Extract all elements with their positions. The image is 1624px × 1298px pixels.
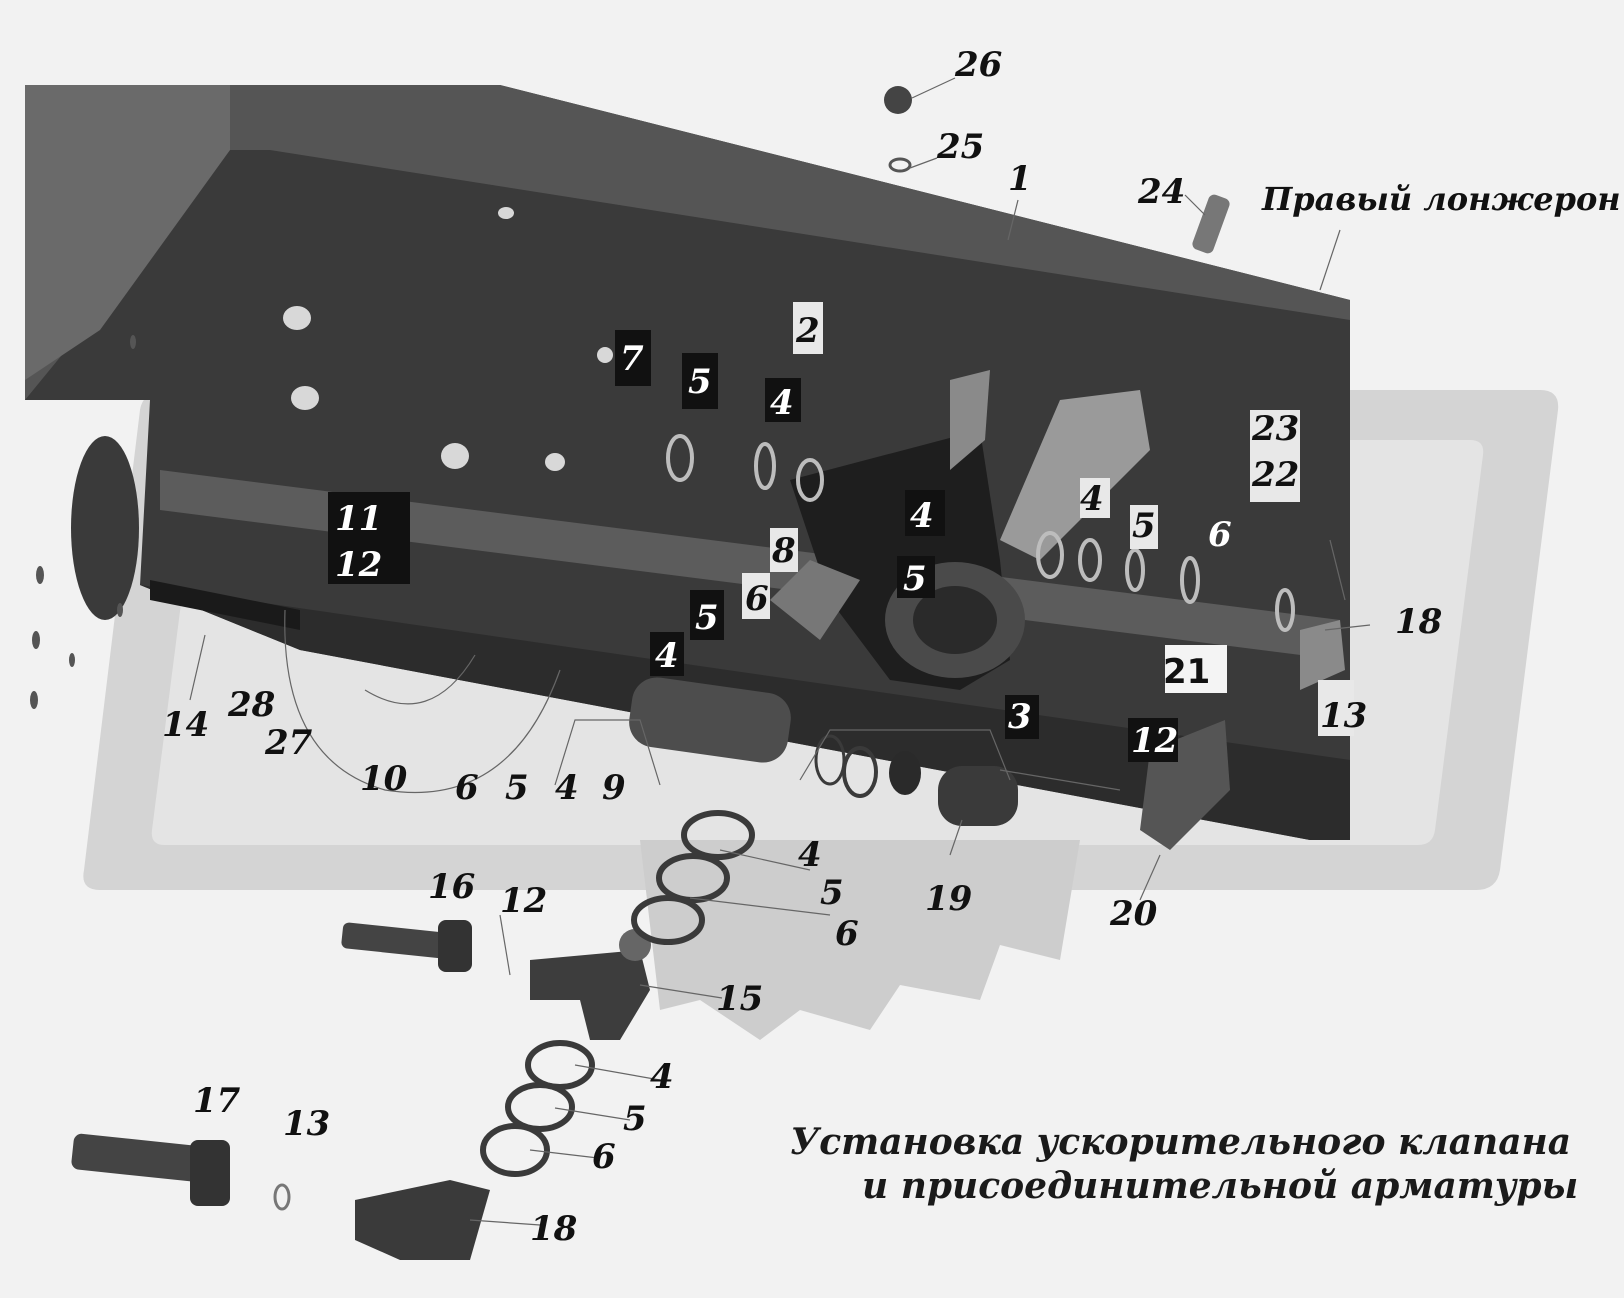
- outline-lines: [284, 609, 1121, 794]
- part-label-5-mid: 5: [695, 598, 719, 638]
- part-label-28: 28: [227, 685, 275, 725]
- part-label-25: 25: [936, 127, 984, 167]
- part-label-4-lower-left: 4: [555, 768, 579, 808]
- part-label-13-upper: 13: [1320, 696, 1367, 736]
- part-label-1: 1: [1008, 159, 1032, 199]
- loose-parts: [71, 86, 1230, 1260]
- part-label-6-lower-left: 6: [455, 768, 479, 808]
- diagram-caption: Установка ускорительного клапана и присо…: [790, 1120, 1590, 1208]
- frame-rings: [666, 434, 1295, 632]
- part-label-22: 22: [1251, 455, 1299, 495]
- part-label-5-bottom: 5: [623, 1099, 647, 1139]
- part-labels: 26 25 1 24 2 7 5 4 23 22 11 12 4 4 5 6 8…: [162, 45, 1442, 1249]
- part-label-20: 20: [1109, 894, 1158, 934]
- exploded-rings: [480, 734, 878, 1177]
- frame-side-label: Правый лонжерон: [1261, 180, 1621, 218]
- part-label-27: 27: [264, 723, 313, 763]
- part-label-4-valve: 4: [910, 496, 934, 536]
- part-label-10: 10: [360, 759, 408, 799]
- leader-lines: [189, 77, 1371, 1226]
- part-label-4-mid: 4: [655, 636, 679, 676]
- hub-disc: [71, 436, 139, 620]
- part-label-18-lower: 18: [530, 1209, 577, 1249]
- part-label-7: 7: [620, 339, 644, 379]
- part-label-5-ring-stack: 5: [820, 873, 844, 913]
- left-holes: [30, 335, 136, 709]
- label-boxes: [328, 302, 1354, 762]
- part-label-24: 24: [1137, 172, 1185, 212]
- part-label-23: 23: [1251, 409, 1299, 449]
- part-label-4-upper: 4: [770, 383, 794, 423]
- part-label-11: 11: [335, 499, 382, 539]
- part-label-2: 2: [795, 311, 820, 351]
- part-label-21: 21: [1163, 652, 1210, 692]
- part-label-6-bottom: 6: [592, 1137, 616, 1177]
- part-label-15: 15: [716, 979, 763, 1019]
- part-label-5-valve: 5: [903, 559, 927, 599]
- part-label-5-lower-left: 5: [505, 768, 529, 808]
- part-label-9: 9: [602, 768, 626, 808]
- part-label-5-right: 5: [1132, 506, 1156, 546]
- caption-line-1: Установка ускорительного клапана: [790, 1121, 1572, 1163]
- part-label-4-right: 4: [1080, 479, 1104, 519]
- part-label-17: 17: [193, 1081, 241, 1121]
- part-label-14: 14: [162, 705, 209, 745]
- part-label-4-ring-stack: 4: [798, 835, 822, 875]
- part-label-5-upper: 5: [688, 362, 712, 402]
- part-label-26: 26: [954, 45, 1002, 85]
- part-label-6-mid: 6: [745, 579, 769, 619]
- part-label-4-bottom: 4: [650, 1057, 674, 1097]
- part-label-12-upper: 12: [335, 545, 382, 585]
- part-label-12-lower: 12: [500, 881, 547, 921]
- part-label-13-lower: 13: [283, 1104, 330, 1144]
- part-label-16: 16: [428, 867, 475, 907]
- caption-line-2: и присоединительной арматуры: [862, 1165, 1579, 1207]
- part-label-8: 8: [771, 531, 796, 571]
- part-label-12-lower-right: 12: [1131, 721, 1178, 761]
- part-label-19: 19: [925, 879, 972, 919]
- part-label-6-right: 6: [1208, 515, 1232, 555]
- part-label-6-ring-stack: 6: [835, 914, 859, 954]
- part-label-3: 3: [1008, 697, 1032, 737]
- frame-holes: [283, 207, 613, 471]
- part-label-18-upper: 18: [1395, 602, 1442, 642]
